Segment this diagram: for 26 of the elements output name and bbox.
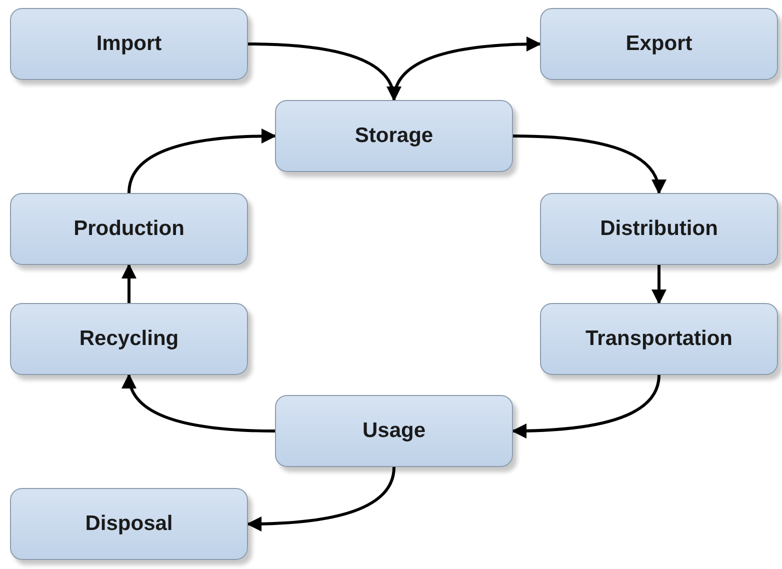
arrow xyxy=(512,374,660,438)
process-box xyxy=(10,303,248,375)
process-box xyxy=(275,395,513,467)
process-box xyxy=(10,193,248,265)
process-box xyxy=(540,303,778,375)
process-box xyxy=(540,193,778,265)
box-label: Storage xyxy=(354,124,434,148)
process-box xyxy=(540,8,778,80)
arrow xyxy=(123,374,276,432)
process-box xyxy=(10,8,248,80)
box-label: Distribution xyxy=(600,217,718,241)
box-label: Export xyxy=(626,32,692,56)
arrow xyxy=(652,265,666,304)
arrow xyxy=(246,466,396,532)
process-box xyxy=(275,100,513,172)
box-label: Recycling xyxy=(79,327,179,351)
arrow xyxy=(128,128,276,194)
box-label: Transportation xyxy=(585,327,732,351)
box-label: Usage xyxy=(362,419,426,443)
box-label: Disposal xyxy=(85,512,173,536)
process-box xyxy=(10,488,248,560)
arrow xyxy=(392,36,542,100)
box-label: Import xyxy=(96,32,162,56)
arrow xyxy=(512,134,665,194)
arrow xyxy=(122,264,136,303)
box-label: Production xyxy=(74,217,184,241)
